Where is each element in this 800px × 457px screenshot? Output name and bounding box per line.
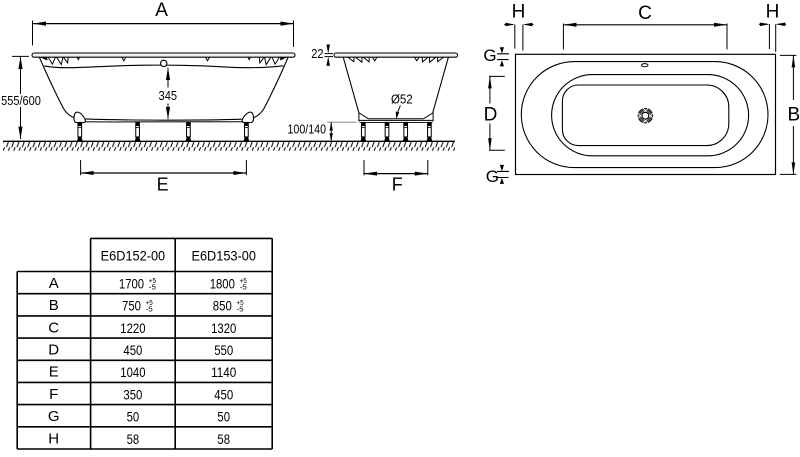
svg-text:100/140: 100/140: [288, 123, 327, 137]
svg-text:1040: 1040: [120, 364, 145, 380]
svg-text:+5: +5: [240, 276, 247, 285]
svg-text:H: H: [48, 430, 59, 447]
svg-text:C: C: [638, 3, 652, 24]
svg-text:750: 750: [122, 298, 141, 314]
svg-text:G: G: [483, 46, 496, 65]
svg-text:E6D152-00: E6D152-00: [101, 247, 166, 263]
svg-text:H: H: [766, 2, 780, 23]
svg-text:F: F: [49, 386, 58, 403]
svg-text:-5: -5: [149, 283, 156, 292]
svg-text:Ø52: Ø52: [391, 92, 413, 107]
svg-text:50: 50: [127, 409, 140, 425]
svg-text:-5: -5: [146, 305, 153, 314]
svg-text:H: H: [512, 2, 526, 23]
svg-text:1700: 1700: [119, 276, 144, 292]
svg-text:1320: 1320: [211, 320, 236, 336]
svg-text:1140: 1140: [211, 364, 236, 380]
svg-text:450: 450: [214, 386, 233, 402]
svg-text:58: 58: [217, 431, 230, 447]
svg-text:G: G: [48, 408, 60, 425]
svg-text:-5: -5: [236, 305, 243, 314]
svg-text:F: F: [392, 175, 403, 195]
svg-text:B: B: [787, 105, 800, 126]
svg-text:E6D153-00: E6D153-00: [191, 247, 256, 263]
svg-text:+5: +5: [146, 298, 153, 307]
svg-text:A: A: [49, 275, 59, 292]
svg-text:B: B: [49, 297, 59, 314]
svg-text:-5: -5: [240, 283, 247, 292]
svg-text:850: 850: [213, 298, 232, 314]
svg-text:1220: 1220: [120, 320, 145, 336]
svg-text:D: D: [48, 342, 59, 359]
svg-text:+5: +5: [149, 276, 156, 285]
svg-text:G: G: [486, 167, 499, 186]
svg-text:22: 22: [311, 47, 323, 61]
svg-text:345: 345: [159, 88, 178, 103]
svg-text:555/600: 555/600: [1, 93, 41, 108]
svg-text:D: D: [484, 105, 498, 126]
svg-text:450: 450: [123, 342, 142, 358]
svg-text:350: 350: [123, 386, 142, 402]
svg-text:50: 50: [217, 409, 230, 425]
svg-text:+5: +5: [236, 298, 243, 307]
svg-text:E: E: [49, 364, 59, 381]
svg-text:550: 550: [214, 342, 233, 358]
svg-text:58: 58: [127, 431, 140, 447]
svg-text:A: A: [155, 0, 168, 21]
svg-text:C: C: [48, 319, 59, 336]
svg-text:1800: 1800: [210, 276, 235, 292]
svg-text:E: E: [157, 175, 169, 195]
